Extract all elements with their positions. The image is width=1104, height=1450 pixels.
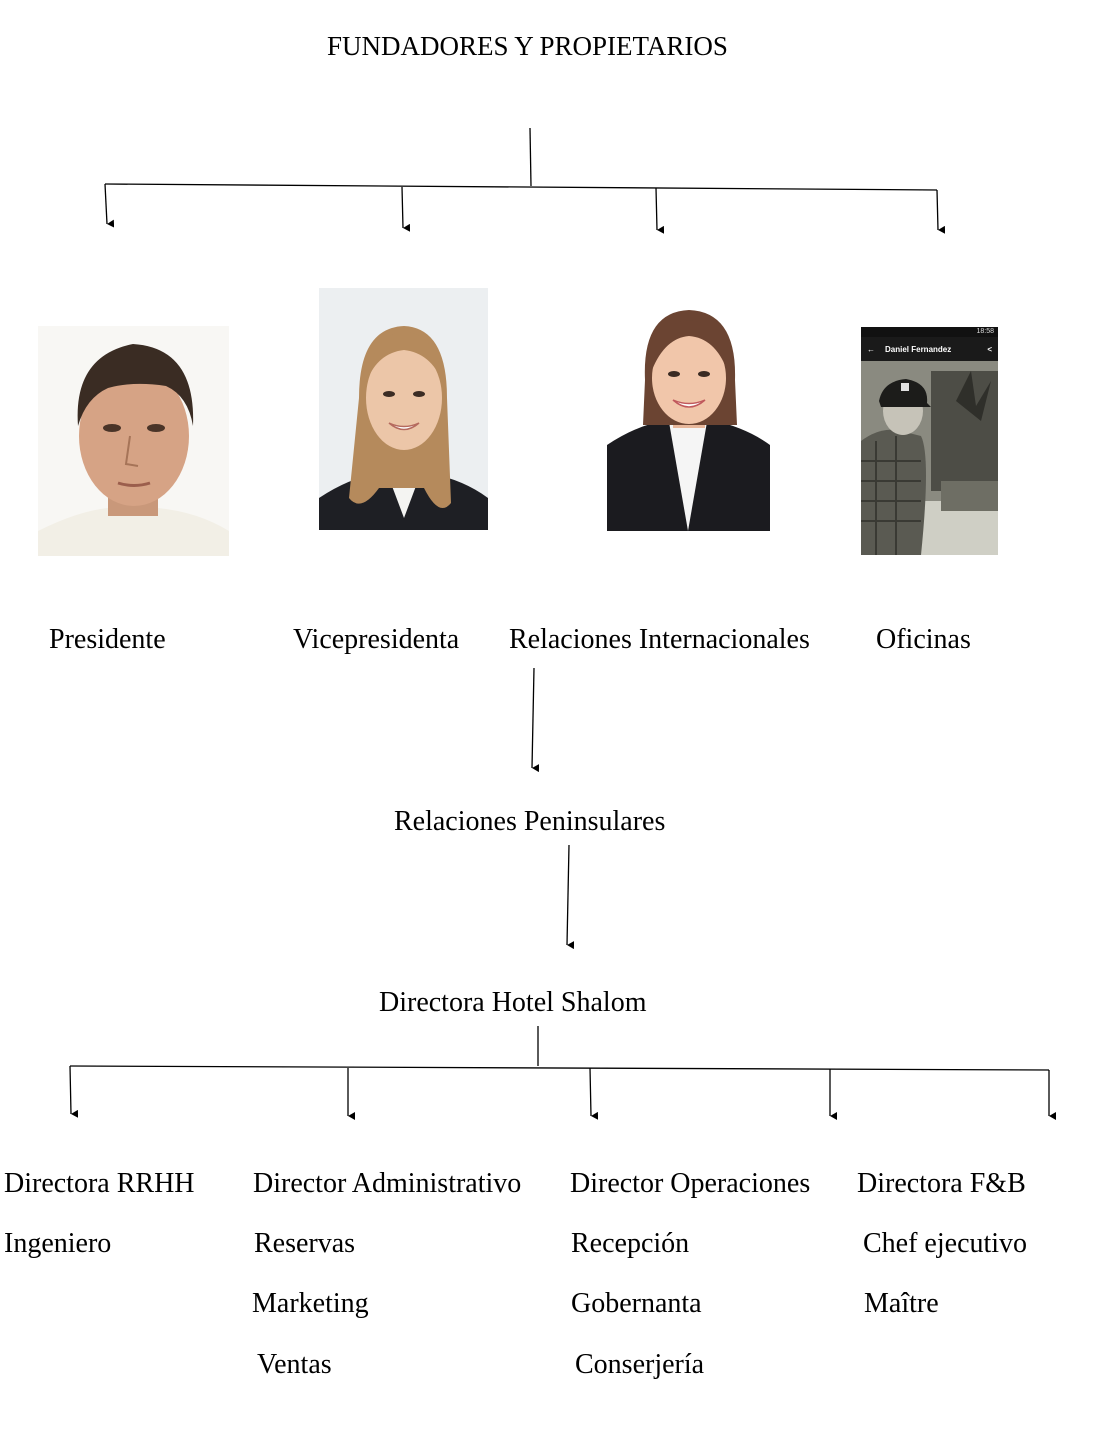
dept-item-ventas: Ventas <box>257 1349 332 1380</box>
phone-contact-name: Daniel Fernandez <box>885 344 952 354</box>
dept-head-fb: Directora F&B <box>857 1168 1026 1199</box>
dept-item-conserjeria: Conserjería <box>575 1349 705 1380</box>
founder-photo-relaciones-internacionales <box>607 300 770 531</box>
arrow-relaciones-internacionales <box>655 187 665 234</box>
role-relaciones-peninsulares: Relaciones Peninsulares <box>394 806 666 837</box>
dept-head-rrhh: Directora RRHH <box>4 1168 195 1199</box>
arrow-vicepresidenta <box>401 186 411 232</box>
role-vicepresidenta: Vicepresidenta <box>293 624 460 655</box>
dept-item-chef-ejecutivo: Chef ejecutivo <box>863 1228 1028 1259</box>
phone-status-bar: 18:58 <box>861 327 998 337</box>
arrow-directora-hotel <box>566 844 575 950</box>
back-arrow-icon: ← <box>867 344 875 354</box>
dept-item-marketing: Marketing <box>252 1288 369 1319</box>
dept-head-administrativo: Director Administrativo <box>253 1168 522 1199</box>
phone-status-time: 18:58 <box>976 328 994 335</box>
dept-item-gobernanta: Gobernanta <box>571 1288 702 1319</box>
founder-photo-vicepresidenta <box>319 288 488 530</box>
arrow-operaciones <box>589 1067 599 1120</box>
founder-photo-presidente <box>38 326 229 556</box>
phone-app-bar: ← Daniel Fernandez < <box>861 337 998 361</box>
arrow-rrhh <box>69 1065 79 1118</box>
arrow-relaciones-peninsulares <box>531 667 540 773</box>
share-icon: < <box>987 344 992 354</box>
dept-item-recepcion: Recepción <box>571 1228 690 1259</box>
dept-item-ingeniero: Ingeniero <box>4 1228 112 1259</box>
arrow-oficinas <box>936 189 946 234</box>
dept-item-reservas: Reservas <box>254 1228 356 1259</box>
role-directora-hotel: Directora Hotel Shalom <box>379 987 647 1018</box>
role-relaciones-internacionales: Relaciones Internacionales <box>509 624 810 655</box>
connector-departments-bar <box>69 1065 1050 1071</box>
connector-founders-bar <box>104 183 938 191</box>
dept-head-operaciones: Director Operaciones <box>570 1168 811 1199</box>
phone-photo-image <box>861 361 998 555</box>
dept-item-maitre: Maître <box>864 1288 939 1319</box>
role-oficinas: Oficinas <box>876 624 971 655</box>
role-presidente: Presidente <box>49 624 166 655</box>
connector-title-stem <box>529 127 532 187</box>
arrow-presidente <box>104 183 115 228</box>
chart-title: FUNDADORES Y PROPIETARIOS <box>327 31 728 61</box>
founder-photo-oficinas: 18:58 ← Daniel Fernandez < <box>861 327 998 555</box>
